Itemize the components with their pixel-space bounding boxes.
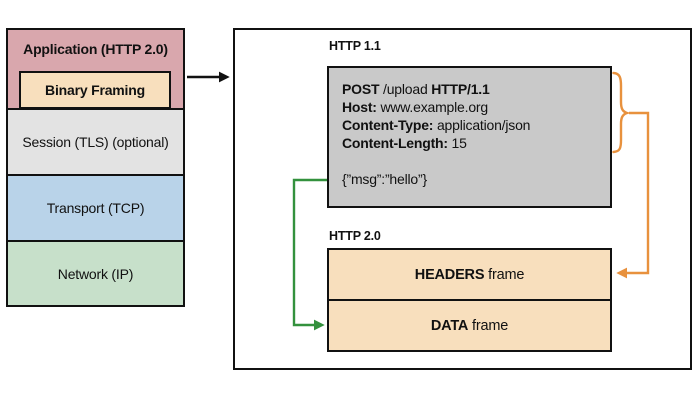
header-content-length-key: Content-Length: — [342, 135, 448, 151]
layer-binary-framing: Binary Framing — [19, 71, 171, 109]
request-blank-line — [342, 152, 610, 170]
layer-transport-label: Transport (TCP) — [46, 200, 145, 216]
layer-transport: Transport (TCP) — [6, 174, 185, 242]
request-path: /upload — [379, 81, 432, 97]
header-content-type-value: application/json — [433, 117, 531, 133]
data-frame-label-bold: DATA — [430, 317, 469, 334]
layer-session: Session (TLS) (optional) — [6, 108, 185, 176]
header-host: Host: www.example.org — [342, 98, 610, 116]
headers-frame-label-bold: HEADERS — [414, 266, 485, 283]
header-content-type-key: Content-Type: — [342, 117, 434, 133]
http11-request-box: POST /upload HTTP/1.1 Host: www.example.… — [327, 66, 612, 208]
layer-network-label: Network (IP) — [57, 265, 134, 282]
layer-network: Network (IP) — [6, 240, 185, 307]
http20-section-label: HTTP 2.0 — [329, 229, 381, 243]
layer-application-label: Application (HTTP 2.0) — [23, 41, 168, 57]
request-body: {”msg”:”hello”} — [342, 171, 427, 187]
headers-frame: HEADERS frame — [329, 250, 610, 301]
header-content-type: Content-Type: application/json — [342, 116, 610, 134]
request-version: HTTP/1.1 — [431, 81, 490, 97]
data-frame-label-rest: frame — [468, 317, 509, 334]
header-content-length-value: 15 — [447, 135, 467, 151]
headers-frame-label-rest: frame — [484, 266, 525, 283]
layer-application: Application (HTTP 2.0) Binary Framing — [6, 28, 185, 110]
data-frame: DATA frame — [329, 301, 610, 350]
request-line: POST /upload HTTP/1.1 — [342, 80, 610, 98]
header-content-length: Content-Length: 15 — [342, 134, 610, 152]
request-method: POST — [342, 81, 380, 97]
layer-session-label: Session (TLS) (optional) — [22, 134, 169, 150]
layer-binary-framing-label: Binary Framing — [45, 82, 145, 98]
http20-frames-box: HEADERS frame DATA frame — [327, 248, 612, 352]
header-host-value: www.example.org — [376, 99, 488, 115]
http11-section-label: HTTP 1.1 — [329, 39, 381, 53]
header-host-key: Host: — [342, 99, 377, 115]
